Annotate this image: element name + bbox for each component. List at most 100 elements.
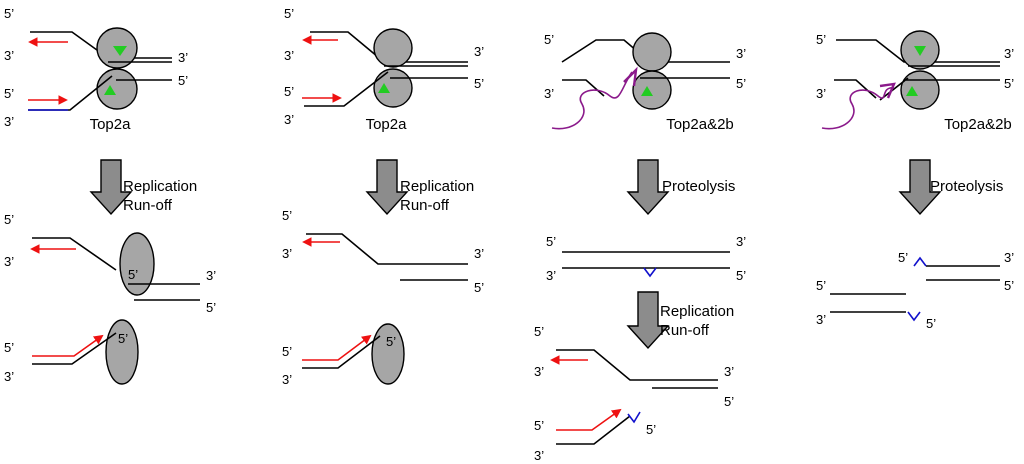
topoisomerase-subunit — [632, 70, 672, 110]
label-5prime: 5’ — [4, 86, 14, 101]
tyrosine-marker — [378, 83, 390, 93]
label-5prime: 5’ — [282, 344, 292, 359]
label-3prime: 3’ — [474, 44, 484, 59]
peptide-arrow — [879, 82, 896, 99]
step-label: Run-off — [400, 197, 450, 214]
label-3prime: 3’ — [534, 448, 544, 463]
topoisomerase-subunit — [96, 68, 138, 110]
label-3prime: 3’ — [544, 86, 554, 101]
label-5prime: 5’ — [534, 418, 544, 433]
panel-3-complex: 5’ 3’ 3’ 5’ Top2a&2b — [544, 32, 746, 133]
label-3prime: 3’ — [284, 48, 294, 63]
caption-top2a: Top2a — [366, 116, 408, 133]
caption-top2a: Top2a — [90, 116, 132, 133]
label-5prime: 5’ — [1004, 76, 1014, 91]
panel-1-step: Replication Run-off — [89, 159, 197, 216]
label-3prime: 3’ — [546, 268, 556, 283]
label-3prime: 3’ — [816, 312, 826, 327]
caption-top2ab: Top2a&2b — [666, 116, 734, 133]
tyrosine-marker — [113, 46, 127, 56]
dna-strand — [561, 39, 730, 63]
label-5prime: 5’ — [736, 268, 746, 283]
label-5prime: 5’ — [816, 32, 826, 47]
label-5prime: 5’ — [544, 32, 554, 47]
topoisomerase-subunit — [371, 323, 405, 385]
dna-strand — [30, 31, 172, 59]
label-5prime: 5’ — [736, 76, 746, 91]
label-5prime: 5’ — [474, 280, 484, 295]
label-5prime: 5’ — [926, 316, 936, 331]
step-label: Run-off — [660, 322, 710, 339]
label-5prime: 5’ — [4, 212, 14, 227]
label-3prime: 3’ — [4, 254, 14, 269]
panel-1-complex: 5’ 3’ 3’ 5’ 5’ 3’ Top2a — [4, 6, 188, 133]
nick-marker — [913, 256, 927, 267]
step-arrow — [898, 159, 942, 216]
topoisomerase-subunit — [373, 68, 413, 108]
dna-strand — [834, 79, 877, 99]
primer-arrow — [302, 334, 372, 361]
step-arrow — [626, 159, 670, 216]
topoisomerase-subunit — [632, 32, 672, 72]
label-3prime: 3’ — [282, 246, 292, 261]
label-3prime: 3’ — [736, 46, 746, 61]
dna-strand — [302, 335, 381, 369]
dna-strand — [304, 71, 389, 107]
dna-strand — [879, 77, 909, 101]
step-label: Run-off — [123, 197, 173, 214]
label-5prime: 5’ — [646, 422, 656, 437]
dna-strand — [32, 332, 117, 365]
topoisomerase-subunit — [900, 70, 940, 110]
dna-strand — [306, 233, 468, 265]
label-5prime: 5’ — [4, 6, 14, 21]
label-5prime: 5’ — [4, 340, 14, 355]
step-label: Replication — [400, 178, 474, 195]
panel-2-complex: 5’ 3’ 3’ 5’ 5’ 3’ Top2a — [284, 6, 484, 133]
step-arrow — [365, 159, 409, 216]
panel-3-step: Proteolysis — [626, 159, 735, 216]
label-3prime: 3’ — [736, 234, 746, 249]
dna-strand — [556, 349, 718, 381]
nick-marker — [907, 311, 921, 322]
panel-1-product: 5’ 5’ 3’ 3’ 5’ 5’ 5’ 3’ — [4, 212, 216, 385]
label-3prime: 3’ — [206, 268, 216, 283]
label-5prime: 5’ — [724, 394, 734, 409]
tyrosine-marker — [914, 46, 926, 56]
step-arrow — [626, 291, 670, 350]
label-5prime: 5’ — [118, 331, 128, 346]
label-5prime: 5’ — [534, 324, 544, 339]
label-5prime: 5’ — [1004, 278, 1014, 293]
tyrosine-marker — [104, 85, 116, 95]
step-arrow — [89, 159, 133, 216]
peptide-chain — [821, 87, 895, 130]
label-5prime: 5’ — [284, 84, 294, 99]
step-label: Proteolysis — [930, 178, 1003, 195]
label-5prime: 5’ — [284, 6, 294, 21]
label-5prime: 5’ — [386, 334, 396, 349]
primer-arrow — [32, 334, 104, 357]
step-label: Proteolysis — [662, 178, 735, 195]
tyrosine-marker — [906, 86, 918, 96]
label-3prime: 3’ — [474, 246, 484, 261]
label-5prime: 5’ — [206, 300, 216, 315]
caption-top2ab: Top2a&2b — [944, 116, 1012, 133]
panel-4-cleaved: 5’ 3’ 5’ 5’ 3’ 5’ — [816, 250, 1014, 331]
label-3prime: 3’ — [282, 372, 292, 387]
label-5prime: 5’ — [898, 250, 908, 265]
panel-3-step-2: Replication Run-off — [626, 291, 734, 350]
panel-2-step: Replication Run-off — [365, 159, 474, 216]
label-3prime: 3’ — [1004, 46, 1014, 61]
dna-strand — [836, 39, 1000, 63]
label-3prime: 3’ — [178, 50, 188, 65]
label-3prime: 3’ — [1004, 250, 1014, 265]
topoisomerase-subunit — [119, 232, 155, 296]
panel-4-step: Proteolysis — [898, 159, 1003, 216]
topoisomerase-subunit — [373, 28, 413, 68]
label-5prime: 5’ — [128, 267, 138, 282]
label-3prime: 3’ — [724, 364, 734, 379]
topoisomerase-subunit — [105, 319, 139, 385]
dna-strand — [32, 237, 117, 271]
label-3prime: 3’ — [534, 364, 544, 379]
primer-arrow — [556, 408, 622, 431]
